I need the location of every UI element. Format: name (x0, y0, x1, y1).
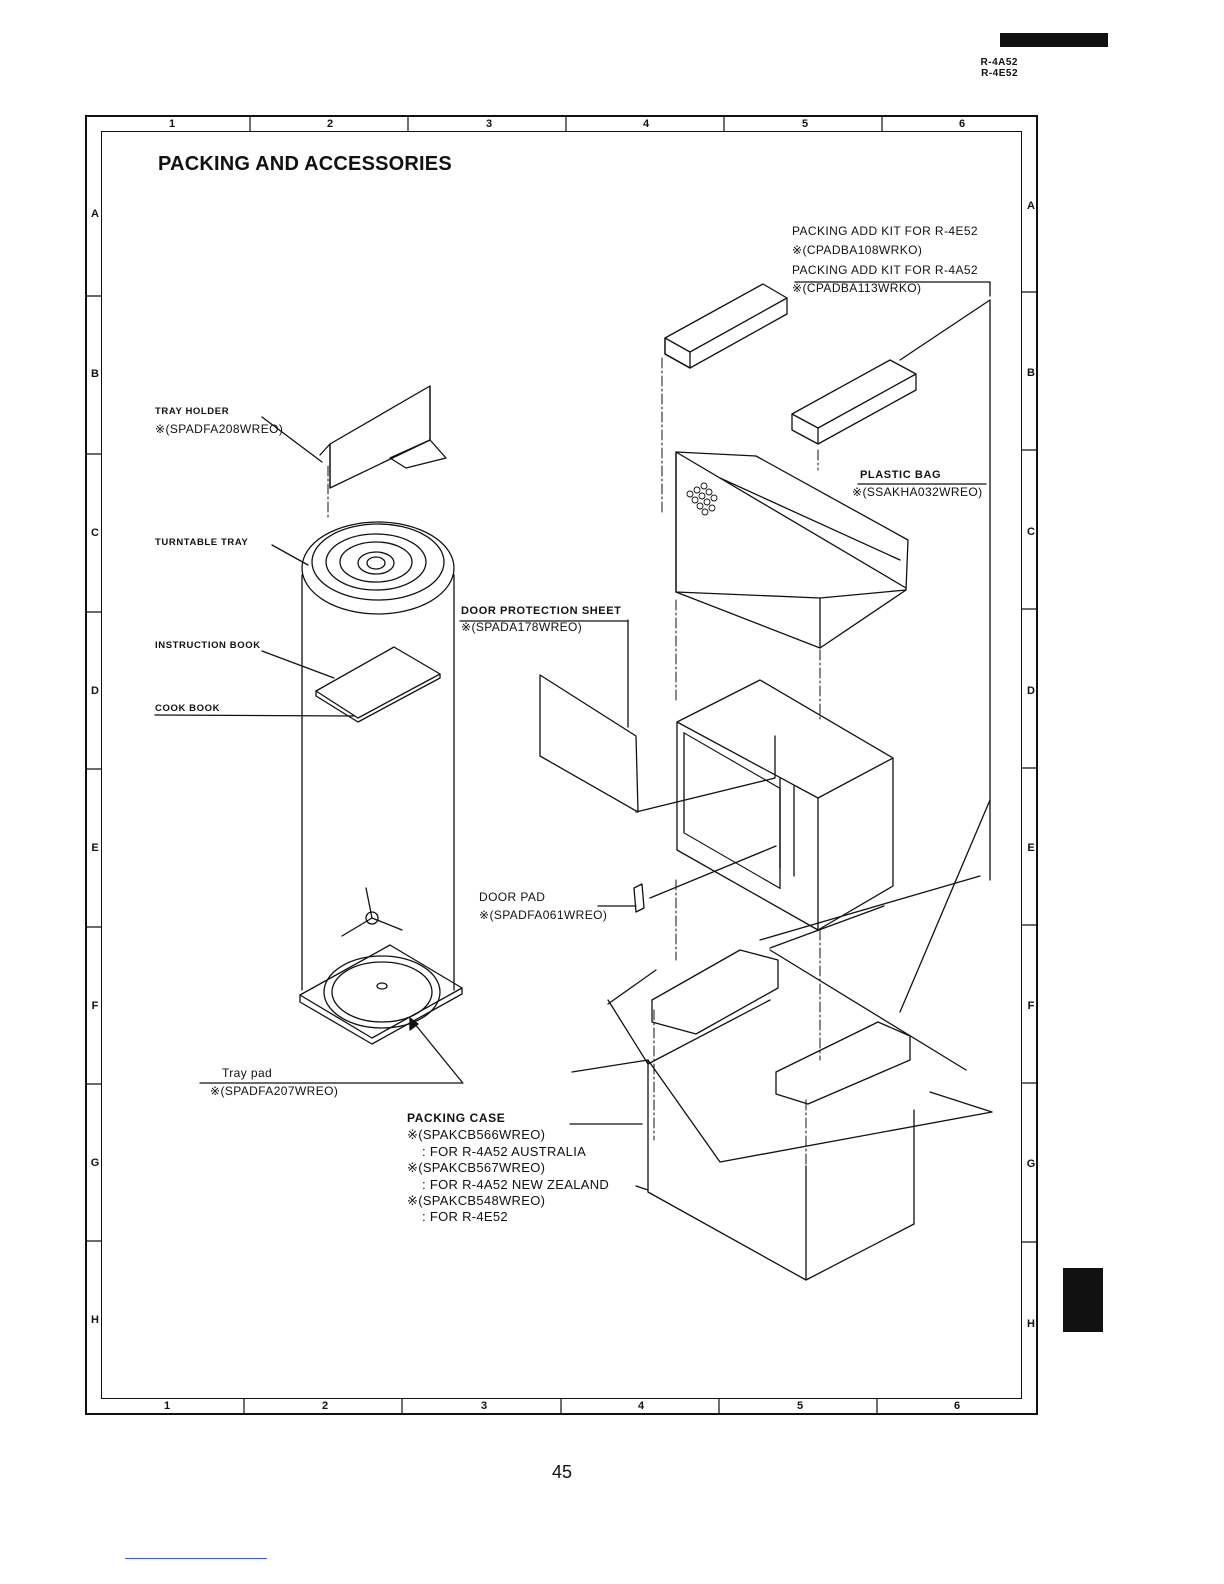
door-pad-drawing (597, 845, 777, 913)
tray-holder-label: TRAY HOLDER (155, 406, 230, 417)
grid-row-left-H: H (91, 1314, 99, 1326)
grid-row-left-D: D (91, 685, 99, 697)
tray-pad-label: Tray pad (222, 1066, 273, 1080)
grid-col-top-5: 5 (801, 118, 809, 130)
grid-col-bottom-2: 2 (321, 1400, 329, 1412)
grid-col-bottom-6: 6 (953, 1400, 961, 1412)
grid-row-left-F: F (91, 1000, 99, 1012)
turntable-tray-drawing (271, 521, 455, 991)
grid-col-bottom-5: 5 (796, 1400, 804, 1412)
footer-rule (125, 1558, 267, 1559)
model-number-2: R-4E52 (981, 68, 1018, 79)
grid-row-left-E: E (91, 842, 99, 854)
grid-row-left-A: A (91, 208, 99, 220)
grid-col-top-6: 6 (958, 118, 966, 130)
packing-case-code-2: ※(SPAKCB567WREO) (407, 1160, 546, 1175)
grid-col-bottom-4: 4 (637, 1400, 645, 1412)
grid-col-top-4: 4 (642, 118, 650, 130)
packing-add-kit-a52-label: PACKING ADD KIT FOR R-4A52 (792, 263, 978, 277)
tray-pad-code: ※(SPADFA207WREO) (210, 1084, 339, 1098)
grid-ticks (86, 116, 1037, 1414)
packing-case-note-1: : FOR R-4A52 AUSTRALIA (422, 1144, 587, 1159)
grid-row-right-D: D (1027, 685, 1035, 697)
grid-row-right-C: C (1027, 526, 1035, 538)
grid-row-right-E: E (1027, 842, 1035, 854)
assembly-guide-lines (327, 357, 821, 1167)
turntable-tray-label: TURNTABLE TRAY (155, 537, 249, 548)
header-black-bar (1000, 33, 1108, 47)
grid-row-right-A: A (1027, 200, 1035, 212)
packing-case-note-2: : FOR R-4A52 NEW ZEALAND (422, 1177, 610, 1192)
grid-row-right-H: H (1027, 1318, 1035, 1330)
plastic-bag-label: PLASTIC BAG (860, 469, 942, 481)
page-title: PACKING AND ACCESSORIES (158, 153, 452, 175)
tray-holder-code: ※(SPADFA208WREO) (155, 422, 284, 436)
instruction-book-label: INSTRUCTION BOOK (155, 640, 261, 651)
door-pad-code: ※(SPADFA061WREO) (479, 908, 608, 922)
packing-add-kit-drawing (664, 281, 991, 881)
grid-row-left-B: B (91, 368, 99, 380)
packing-case-code-1: ※(SPAKCB566WREO) (407, 1127, 546, 1142)
grid-col-top-3: 3 (485, 118, 493, 130)
grid-row-left-C: C (91, 527, 99, 539)
roller-support-drawing (341, 887, 403, 937)
drawing-frame-outer (85, 115, 1038, 1415)
grid-row-left-G: G (90, 1157, 100, 1169)
microwave-oven-drawing (635, 679, 894, 931)
page-number: 45 (551, 1462, 573, 1482)
packing-add-kit-e52-label: PACKING ADD KIT FOR R-4E52 (792, 224, 978, 238)
grid-col-bottom-3: 3 (480, 1400, 488, 1412)
door-pad-label: DOOR PAD (479, 890, 546, 904)
packing-case-drawing (569, 799, 993, 1281)
packing-add-kit-e52-code: ※(CPADBA108WRKO) (792, 243, 923, 257)
tray-pad-drawing (199, 944, 464, 1084)
grid-row-right-G: G (1026, 1158, 1036, 1170)
grid-col-top-2: 2 (326, 118, 334, 130)
model-number-1: R-4A52 (980, 57, 1018, 68)
packing-case-note-3: : FOR R-4E52 (422, 1209, 508, 1224)
door-protection-sheet-drawing (459, 619, 639, 813)
drawing-frame-inner (101, 131, 1022, 1399)
packing-case-label: PACKING CASE (407, 1111, 506, 1125)
section-tab-marker (1063, 1268, 1103, 1332)
door-protection-sheet-code: ※(SPADA178WREO) (461, 620, 583, 634)
grid-row-right-F: F (1027, 1000, 1035, 1012)
instruction-book-drawing (154, 646, 441, 723)
plastic-bag-drawing (675, 451, 987, 649)
grid-col-top-1: 1 (168, 118, 176, 130)
packing-add-kit-a52-code: ※(CPADBA113WRKO) (792, 281, 922, 295)
plastic-bag-code: ※(SSAKHA032WREO) (852, 485, 983, 499)
packing-case-code-3: ※(SPAKCB548WREO) (407, 1193, 546, 1208)
tray-holder-drawing (261, 385, 447, 489)
door-protection-sheet-label: DOOR PROTECTION SHEET (461, 605, 622, 617)
grid-col-bottom-1: 1 (163, 1400, 171, 1412)
cook-book-label: COOK BOOK (155, 703, 221, 714)
grid-row-right-B: B (1027, 367, 1035, 379)
